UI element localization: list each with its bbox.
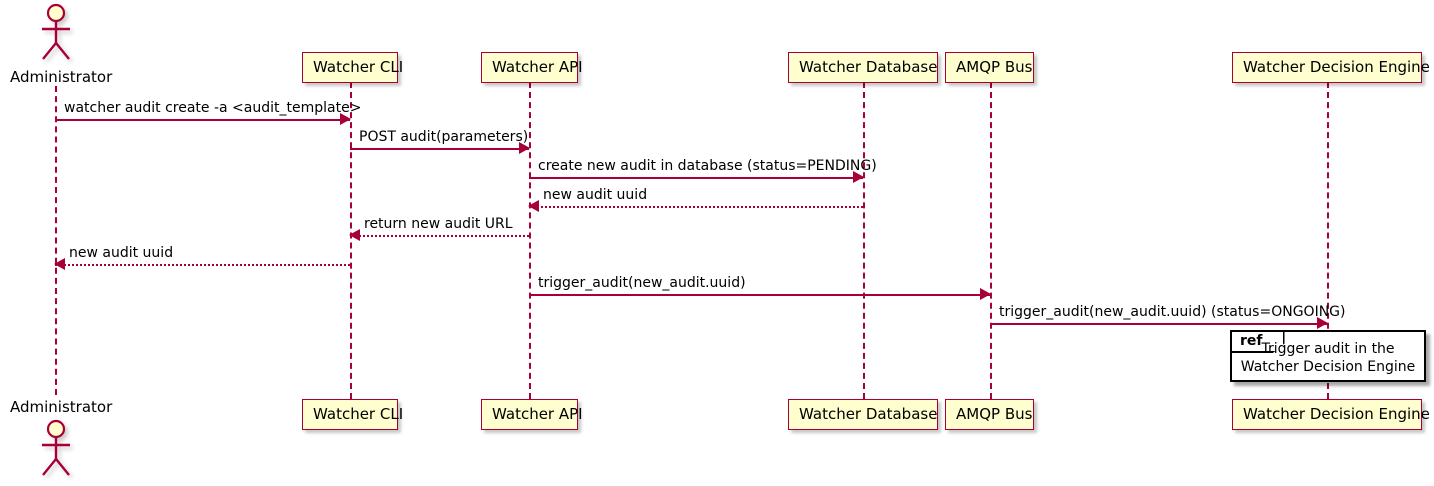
actor-administrator-top <box>33 3 79 63</box>
arrowhead-left-icon <box>349 229 360 241</box>
message-label: return new audit URL <box>364 216 513 232</box>
ref-fragment[interactable]: ref Trigger audit in the Watcher Decisio… <box>1230 330 1426 382</box>
participant-decision-engine-top[interactable]: Watcher Decision Engine <box>1232 52 1430 83</box>
actor-label-administrator-bottom: Administrator <box>10 398 113 416</box>
message-label: new audit uuid <box>69 245 174 261</box>
participant-amqp-bus-top[interactable]: AMQP Bus <box>945 52 1034 83</box>
lifeline-amqp-bus <box>990 82 992 399</box>
participant-watcher-api-bottom[interactable]: Watcher API <box>481 399 583 430</box>
message-line <box>529 206 863 208</box>
lifeline-decision-engine <box>1327 82 1329 399</box>
participant-watcher-cli-top[interactable]: Watcher CLI <box>302 52 403 83</box>
arrowhead-right-icon <box>340 113 351 125</box>
message-line <box>990 323 1327 325</box>
message-label: POST audit(parameters) <box>359 129 529 145</box>
message-label: trigger_audit(new_audit.uuid) <box>538 275 746 291</box>
message-line <box>55 264 350 266</box>
lifeline-watcher-api <box>529 82 531 399</box>
participant-amqp-bus-bottom[interactable]: AMQP Bus <box>945 399 1034 430</box>
arrowhead-right-icon <box>980 288 991 300</box>
message-label: trigger_audit(new_audit.uuid) (status=ON… <box>999 304 1346 320</box>
message-line <box>529 177 863 179</box>
actor-stick-figure-icon <box>42 419 70 476</box>
ref-fragment-tab-label: ref <box>1232 332 1285 353</box>
message-line <box>529 294 990 296</box>
message-line <box>350 148 529 150</box>
participant-watcher-api-top[interactable]: Watcher API <box>481 52 583 83</box>
ref-fragment-line-1: Trigger audit in the <box>1261 341 1395 357</box>
ref-fragment-line-2: Watcher Decision Engine <box>1240 358 1416 375</box>
ref-fragment-body: Trigger audit in the Watcher Decision En… <box>1232 341 1424 376</box>
actor-administrator-bottom <box>33 418 79 480</box>
message-label: create new audit in database (status=PEN… <box>538 158 877 174</box>
arrowhead-left-icon <box>54 258 65 270</box>
participant-watcher-database-top[interactable]: Watcher Database <box>788 52 938 83</box>
message-line <box>350 235 529 237</box>
arrowhead-right-icon <box>519 142 530 154</box>
actor-stick-figure-icon <box>42 3 70 60</box>
message-label: watcher audit create -a <audit_template> <box>64 100 362 116</box>
actor-label-administrator-top: Administrator <box>10 68 113 86</box>
lifeline-watcher-database <box>863 82 865 399</box>
participant-watcher-cli-bottom[interactable]: Watcher CLI <box>302 399 403 430</box>
arrowhead-right-icon <box>853 171 864 183</box>
lifeline-administrator <box>55 86 57 395</box>
arrowhead-right-icon <box>1317 317 1328 329</box>
participant-watcher-database-bottom[interactable]: Watcher Database <box>788 399 938 430</box>
message-label: new audit uuid <box>543 187 648 203</box>
message-line <box>55 119 350 121</box>
participant-decision-engine-bottom[interactable]: Watcher Decision Engine <box>1232 399 1430 430</box>
arrowhead-left-icon <box>528 200 539 212</box>
